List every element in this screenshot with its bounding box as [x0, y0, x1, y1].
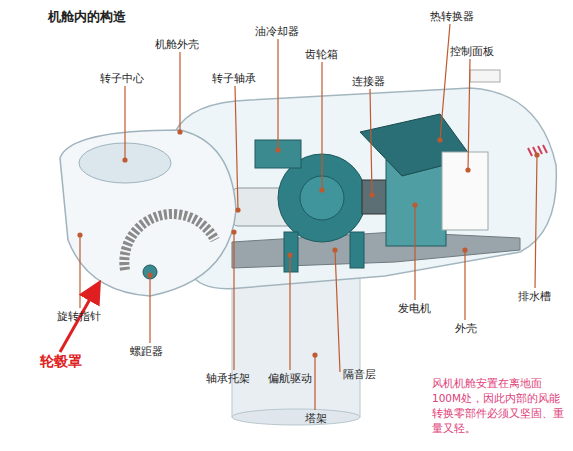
part-label: 隔音层: [343, 368, 376, 381]
exhaust-grille: [528, 145, 547, 156]
part-label: 旋转指针: [57, 310, 101, 323]
annotation-label: 轮毂罩: [40, 355, 82, 368]
note-text: 风机机舱安置在离地面100M处，因此内部的风能转换零部件必须又坚固、重量又轻。: [432, 376, 568, 436]
diagram-title: 机舱内的构造: [48, 8, 126, 26]
pitch-motor: [143, 265, 157, 279]
part-label: 油冷却器: [255, 25, 299, 38]
part-label: 发电机: [398, 302, 431, 315]
part-label: 连接器: [352, 75, 385, 88]
leader-lines: [78, 24, 539, 410]
part-label: 齿轮箱: [305, 48, 338, 61]
part-label: 外壳: [455, 322, 477, 335]
coupling: [362, 180, 386, 214]
part-label: 控制面板: [450, 45, 494, 58]
part-label: 转子中心: [100, 72, 144, 85]
part-label: 排水槽: [518, 290, 551, 303]
yaw-drive: [350, 232, 364, 268]
part-label: 热转换器: [430, 10, 474, 23]
yaw-drive: [284, 232, 298, 272]
part-label: 机舱外壳: [155, 38, 199, 51]
control-panel: [442, 152, 488, 230]
part-label: 偏航驱动: [268, 372, 312, 385]
part-label: 转子轴承: [212, 72, 256, 85]
platform: [232, 232, 520, 268]
part-label: 螺距器: [130, 345, 163, 358]
roof-sensor: [470, 70, 500, 82]
tower-base: [232, 409, 360, 425]
hub-cover: [60, 130, 236, 296]
part-label: 塔架: [305, 412, 327, 425]
part-label: 轴承托架: [206, 372, 250, 385]
pitch-gear: [124, 214, 215, 270]
